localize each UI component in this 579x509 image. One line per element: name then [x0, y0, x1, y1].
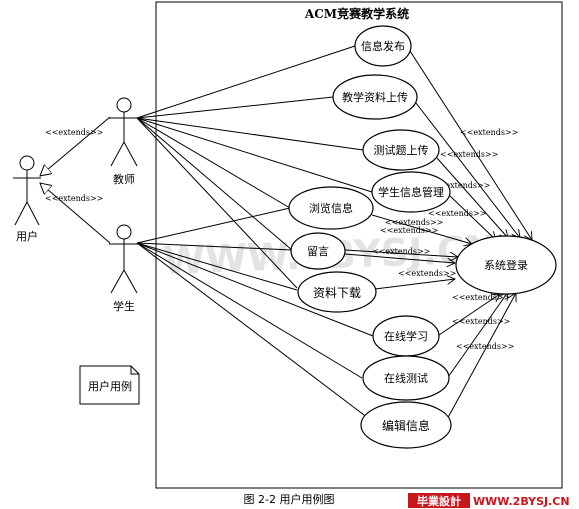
use-case-label: 编辑信息 [382, 418, 430, 433]
footer-logo-site: WWW.2BYSJ.CN [473, 495, 570, 508]
extends-label: <<extends>> [385, 218, 443, 227]
use-case-label: 在线测试 [384, 371, 428, 385]
extends-label: <<extends>> [398, 269, 456, 278]
actor-user-label: 用户 [16, 229, 38, 243]
extends-label: <<extends>> [380, 226, 438, 235]
use-case-upload-tests: 测试题上传 [362, 129, 440, 171]
use-case-message: 留言 [290, 232, 346, 270]
student-associations [136, 207, 374, 419]
extends-label: <<extends>> [432, 181, 490, 190]
extends-label: <<extends>> [372, 247, 430, 256]
use-case-publish: 信息发布 [354, 25, 412, 67]
use-case-online-study: 在线学习 [372, 315, 440, 357]
extends-arrows [344, 50, 532, 424]
use-case-upload-materials: 教学资料上传 [332, 74, 418, 120]
extends-label: <<extends>> [45, 128, 103, 137]
actor-student-label: 学生 [113, 299, 135, 313]
use-case-login: 系统登录 [455, 235, 557, 295]
use-case-label: 信息发布 [361, 39, 405, 53]
figure-caption: 图 2-2 用户用例图 [244, 492, 335, 506]
extends-label: <<extends>> [452, 317, 510, 326]
extends-labels: <<extends>> <<extends>> <<extends>> <<ex… [45, 128, 518, 351]
use-case-label: 测试题上传 [374, 144, 429, 157]
system-boundary [155, 1, 563, 489]
generalization-lines [40, 116, 111, 244]
use-case-label: 教学资料上传 [342, 90, 408, 104]
use-case-edit-info: 编辑信息 [360, 401, 452, 449]
system-title: ACM竞赛教学系统 [304, 6, 409, 21]
note-box: 用户用例 [79, 365, 140, 405]
use-case-label: 在线学习 [384, 329, 428, 343]
extends-label: <<extends>> [45, 194, 103, 203]
extends-label: <<extends>> [440, 150, 498, 159]
use-case-label: 系统登录 [484, 258, 528, 272]
footer-logo: 毕業設計 WWW.2BYSJ.CN [408, 493, 570, 508]
use-case-label: 浏览信息 [309, 201, 353, 215]
extends-label: <<extends>> [456, 342, 514, 351]
extends-label: <<extends>> [460, 128, 518, 137]
use-case-label: 留言 [307, 245, 329, 258]
extends-label: <<extends>> [452, 293, 510, 302]
use-case-label: 资料下载 [313, 286, 361, 300]
extends-label: <<extends>> [428, 209, 486, 218]
use-case-download: 资料下载 [297, 271, 377, 313]
actor-student [109, 224, 139, 294]
use-case-browse: 浏览信息 [288, 186, 374, 230]
use-case-online-test: 在线测试 [362, 355, 450, 401]
note-text: 用户用例 [88, 379, 132, 393]
actor-teacher-label: 教师 [113, 173, 135, 186]
use-case-label: 学生信息管理 [378, 185, 444, 199]
use-case-student-mgmt: 学生信息管理 [371, 171, 451, 213]
actor-teacher [109, 97, 139, 167]
actor-user [13, 155, 41, 226]
teacher-associations [136, 45, 373, 289]
footer-logo-brand: 毕業設計 [417, 494, 461, 508]
